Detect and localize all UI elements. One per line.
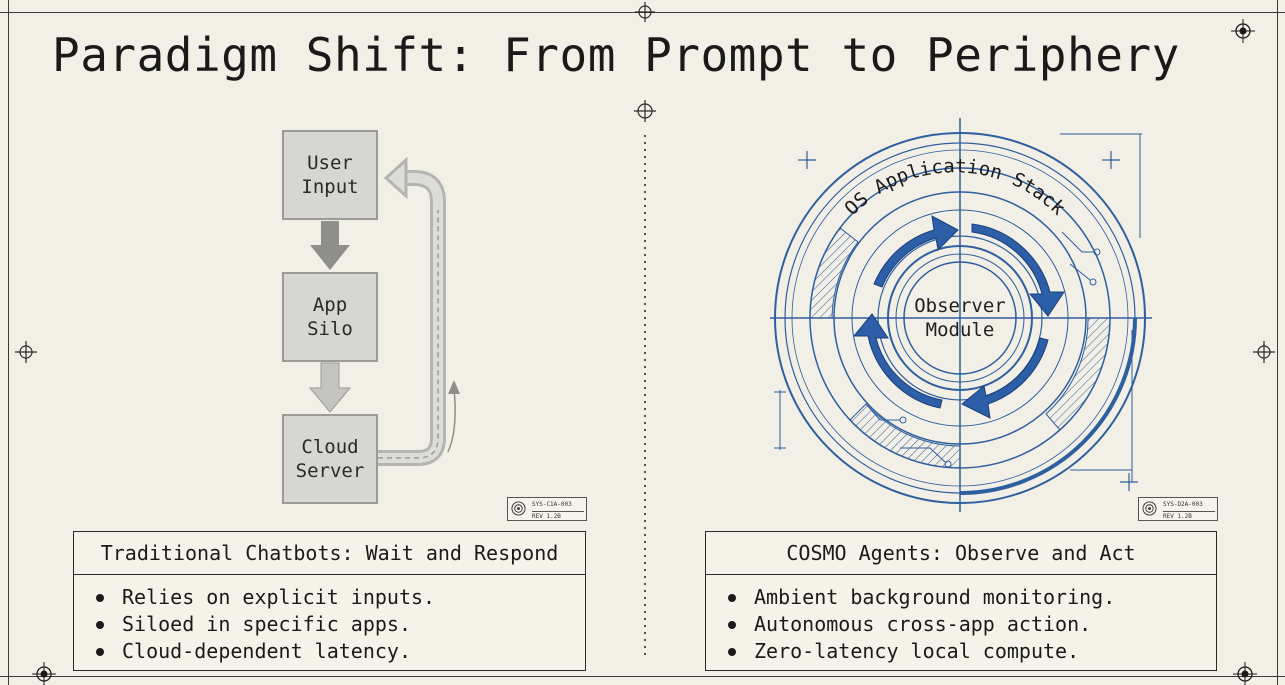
stamp-rev: REV 1.2B [532,511,584,521]
frame-bottom [0,676,1285,677]
cosmo-panel: COSMO Agents: Observe and Act Ambient ba… [705,531,1217,671]
crosshair-icon [635,2,655,22]
flow-box-app-silo: App Silo [282,272,378,362]
crosshair-icon [1233,662,1257,685]
list-item: Ambient background monitoring. [726,584,1216,611]
list-item: Siloed in specific apps. [94,611,585,638]
bullet-list: Relies on explicit inputs. Siloed in spe… [74,575,585,665]
frame-right [1277,0,1278,685]
crosshair-icon [15,341,37,363]
crosshair-icon [634,100,656,122]
flow-box-label: Input [301,176,359,198]
revision-stamp-right: SYS-D2A-003 REV 1.2B [1138,497,1218,521]
revision-stamp-left: SYS-C1A-003 REV 1.2B [507,497,587,521]
crosshair-icon [1231,19,1255,43]
return-loop-arrow [378,156,460,466]
stamp-rev: REV 1.2B [1163,511,1215,521]
panel-heading: Traditional Chatbots: Wait and Respond [74,532,585,575]
cycle-arrows [852,215,1065,419]
flow-box-label: Server [295,460,365,482]
stamp-code: SYS-C1A-003 [532,501,572,508]
list-item: Relies on explicit inputs. [94,584,585,611]
core-label-line: Observer [914,295,1006,317]
frame-left [8,0,9,685]
core-label-line: Module [925,319,995,341]
flow-box-label: App [312,294,348,316]
list-item: Zero-latency local compute. [726,638,1216,665]
traditional-panel: Traditional Chatbots: Wait and Respond R… [73,531,586,671]
flow-box-cloud-server: Cloud Server [282,414,378,504]
seal-icon [511,501,526,516]
crosshair-icon [32,662,56,685]
flow-box-label: User [307,152,353,174]
crosshair-icon [1253,341,1275,363]
panel-heading: COSMO Agents: Observe and Act [706,532,1216,575]
flow-box-label: Cloud [301,436,359,458]
observer-module-label: Observer Module [900,294,1020,342]
page-title: Paradigm Shift: From Prompt to Periphery [52,28,1180,82]
arrow-down-icon [310,221,350,270]
flow-box-user-input: User Input [282,130,378,220]
list-item: Autonomous cross-app action. [726,611,1216,638]
flow-box-label: Silo [307,318,353,340]
arrow-down-icon [308,362,352,413]
list-item: Cloud-dependent latency. [94,638,585,665]
bullet-list: Ambient background monitoring. Autonomou… [706,575,1216,665]
stamp-code: SYS-D2A-003 [1163,501,1203,508]
seal-icon [1142,501,1157,516]
